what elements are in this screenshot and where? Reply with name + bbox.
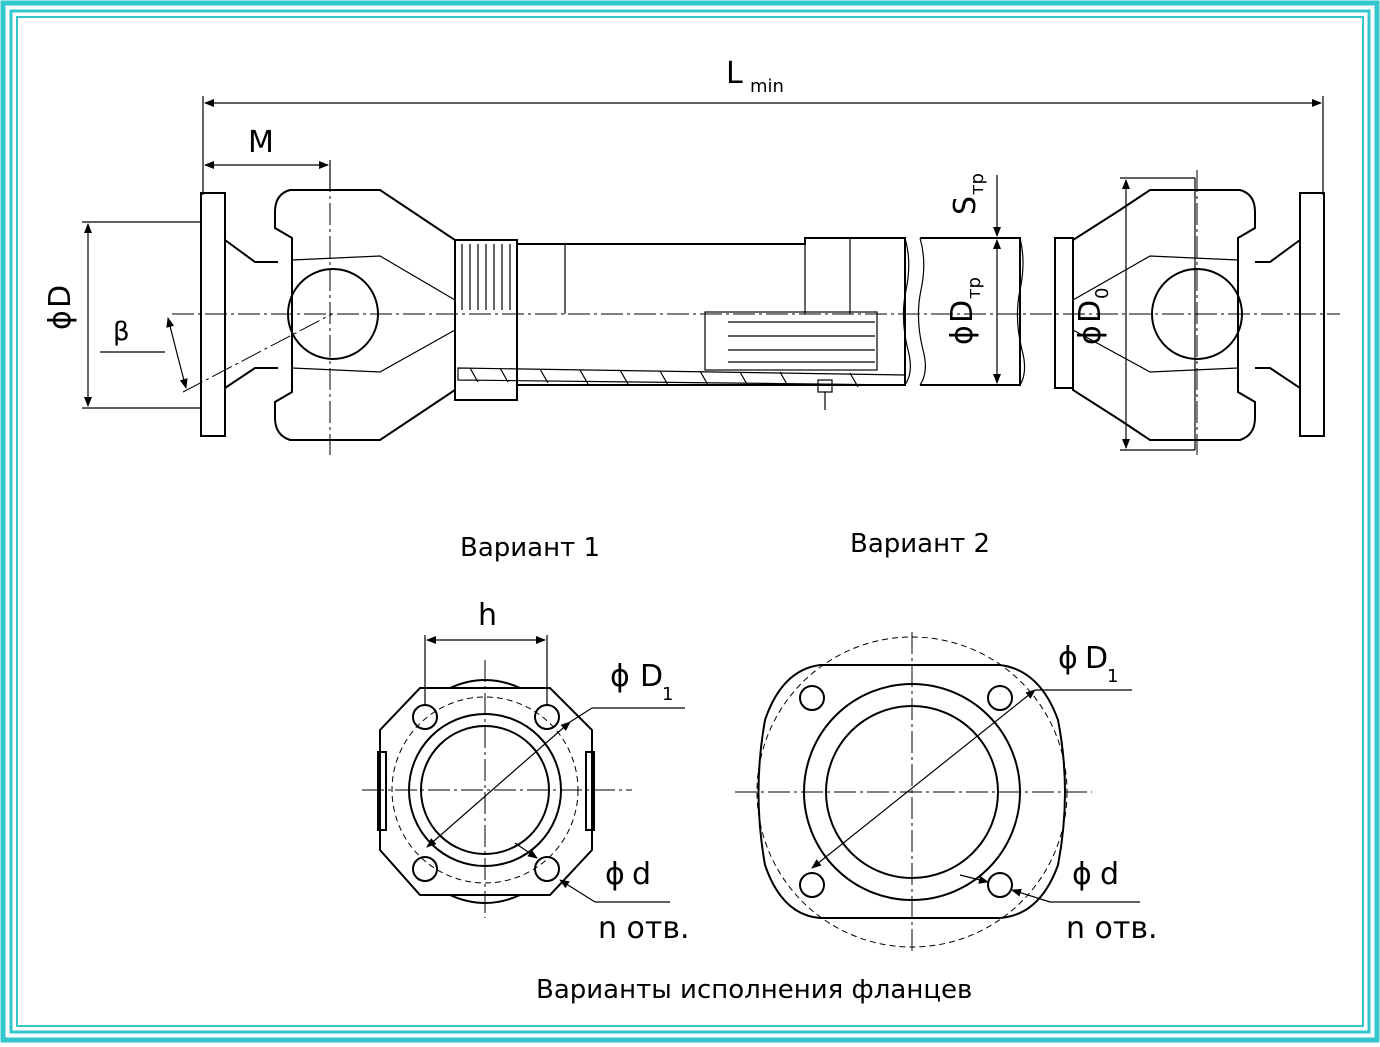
flange-dia-label: D	[43, 285, 78, 308]
flange-dia-symbol: ϕ	[43, 310, 78, 330]
variant1-label: Вариант 1	[460, 533, 600, 563]
variant1-circle-symbol: ϕ	[610, 659, 630, 694]
outer-dia-label: D	[1073, 300, 1108, 323]
dimensions: L min M ϕ D β S тр ϕ D тр	[43, 56, 1324, 451]
cardan-shaft-view	[172, 170, 1340, 455]
tube-dia-label: D	[945, 300, 980, 323]
outer-dia-subscript: 0	[1092, 288, 1113, 299]
outer-dia-symbol: ϕ	[1073, 325, 1108, 345]
variant1-hole-count: n отв.	[598, 911, 690, 946]
tube-dia-subscript: тр	[964, 277, 985, 299]
caption: Варианты исполнения фланцев	[536, 975, 972, 1005]
inner-border	[16, 16, 1364, 1027]
angle-dim-label: β	[113, 317, 130, 347]
variant2-hole-count: n отв.	[1066, 911, 1158, 946]
variant1-width-dim: h	[478, 598, 497, 633]
length-dim-label: L	[726, 56, 743, 91]
variant1-hole-symbol: ϕ	[605, 857, 625, 892]
tube-dia-symbol: ϕ	[945, 325, 980, 345]
variant1-hole-dim: d	[632, 857, 651, 892]
variant2-circle-symbol: ϕ	[1058, 641, 1078, 676]
variant1-circle-dim: D	[640, 659, 663, 694]
variant2-circle-subscript: 1	[1107, 666, 1118, 687]
variant1-circle-subscript: 1	[662, 684, 673, 705]
flange-variant2: ϕ D 1 ϕ d n отв.	[735, 632, 1158, 955]
wall-dim-subscript: тр	[967, 173, 988, 195]
length-dim-subscript: min	[750, 76, 784, 97]
variant2-hole-symbol: ϕ	[1072, 857, 1092, 892]
variant2-label: Вариант 2	[850, 529, 990, 559]
offset-dim-label: M	[248, 125, 274, 160]
variant2-circle-dim: D	[1085, 641, 1108, 676]
mid-border	[9, 9, 1371, 1034]
variant2-hole-dim: d	[1100, 857, 1119, 892]
flange-variant1: h ϕ D 1 ϕ d n отв.	[362, 598, 690, 946]
wall-dim-label: S	[948, 196, 983, 215]
